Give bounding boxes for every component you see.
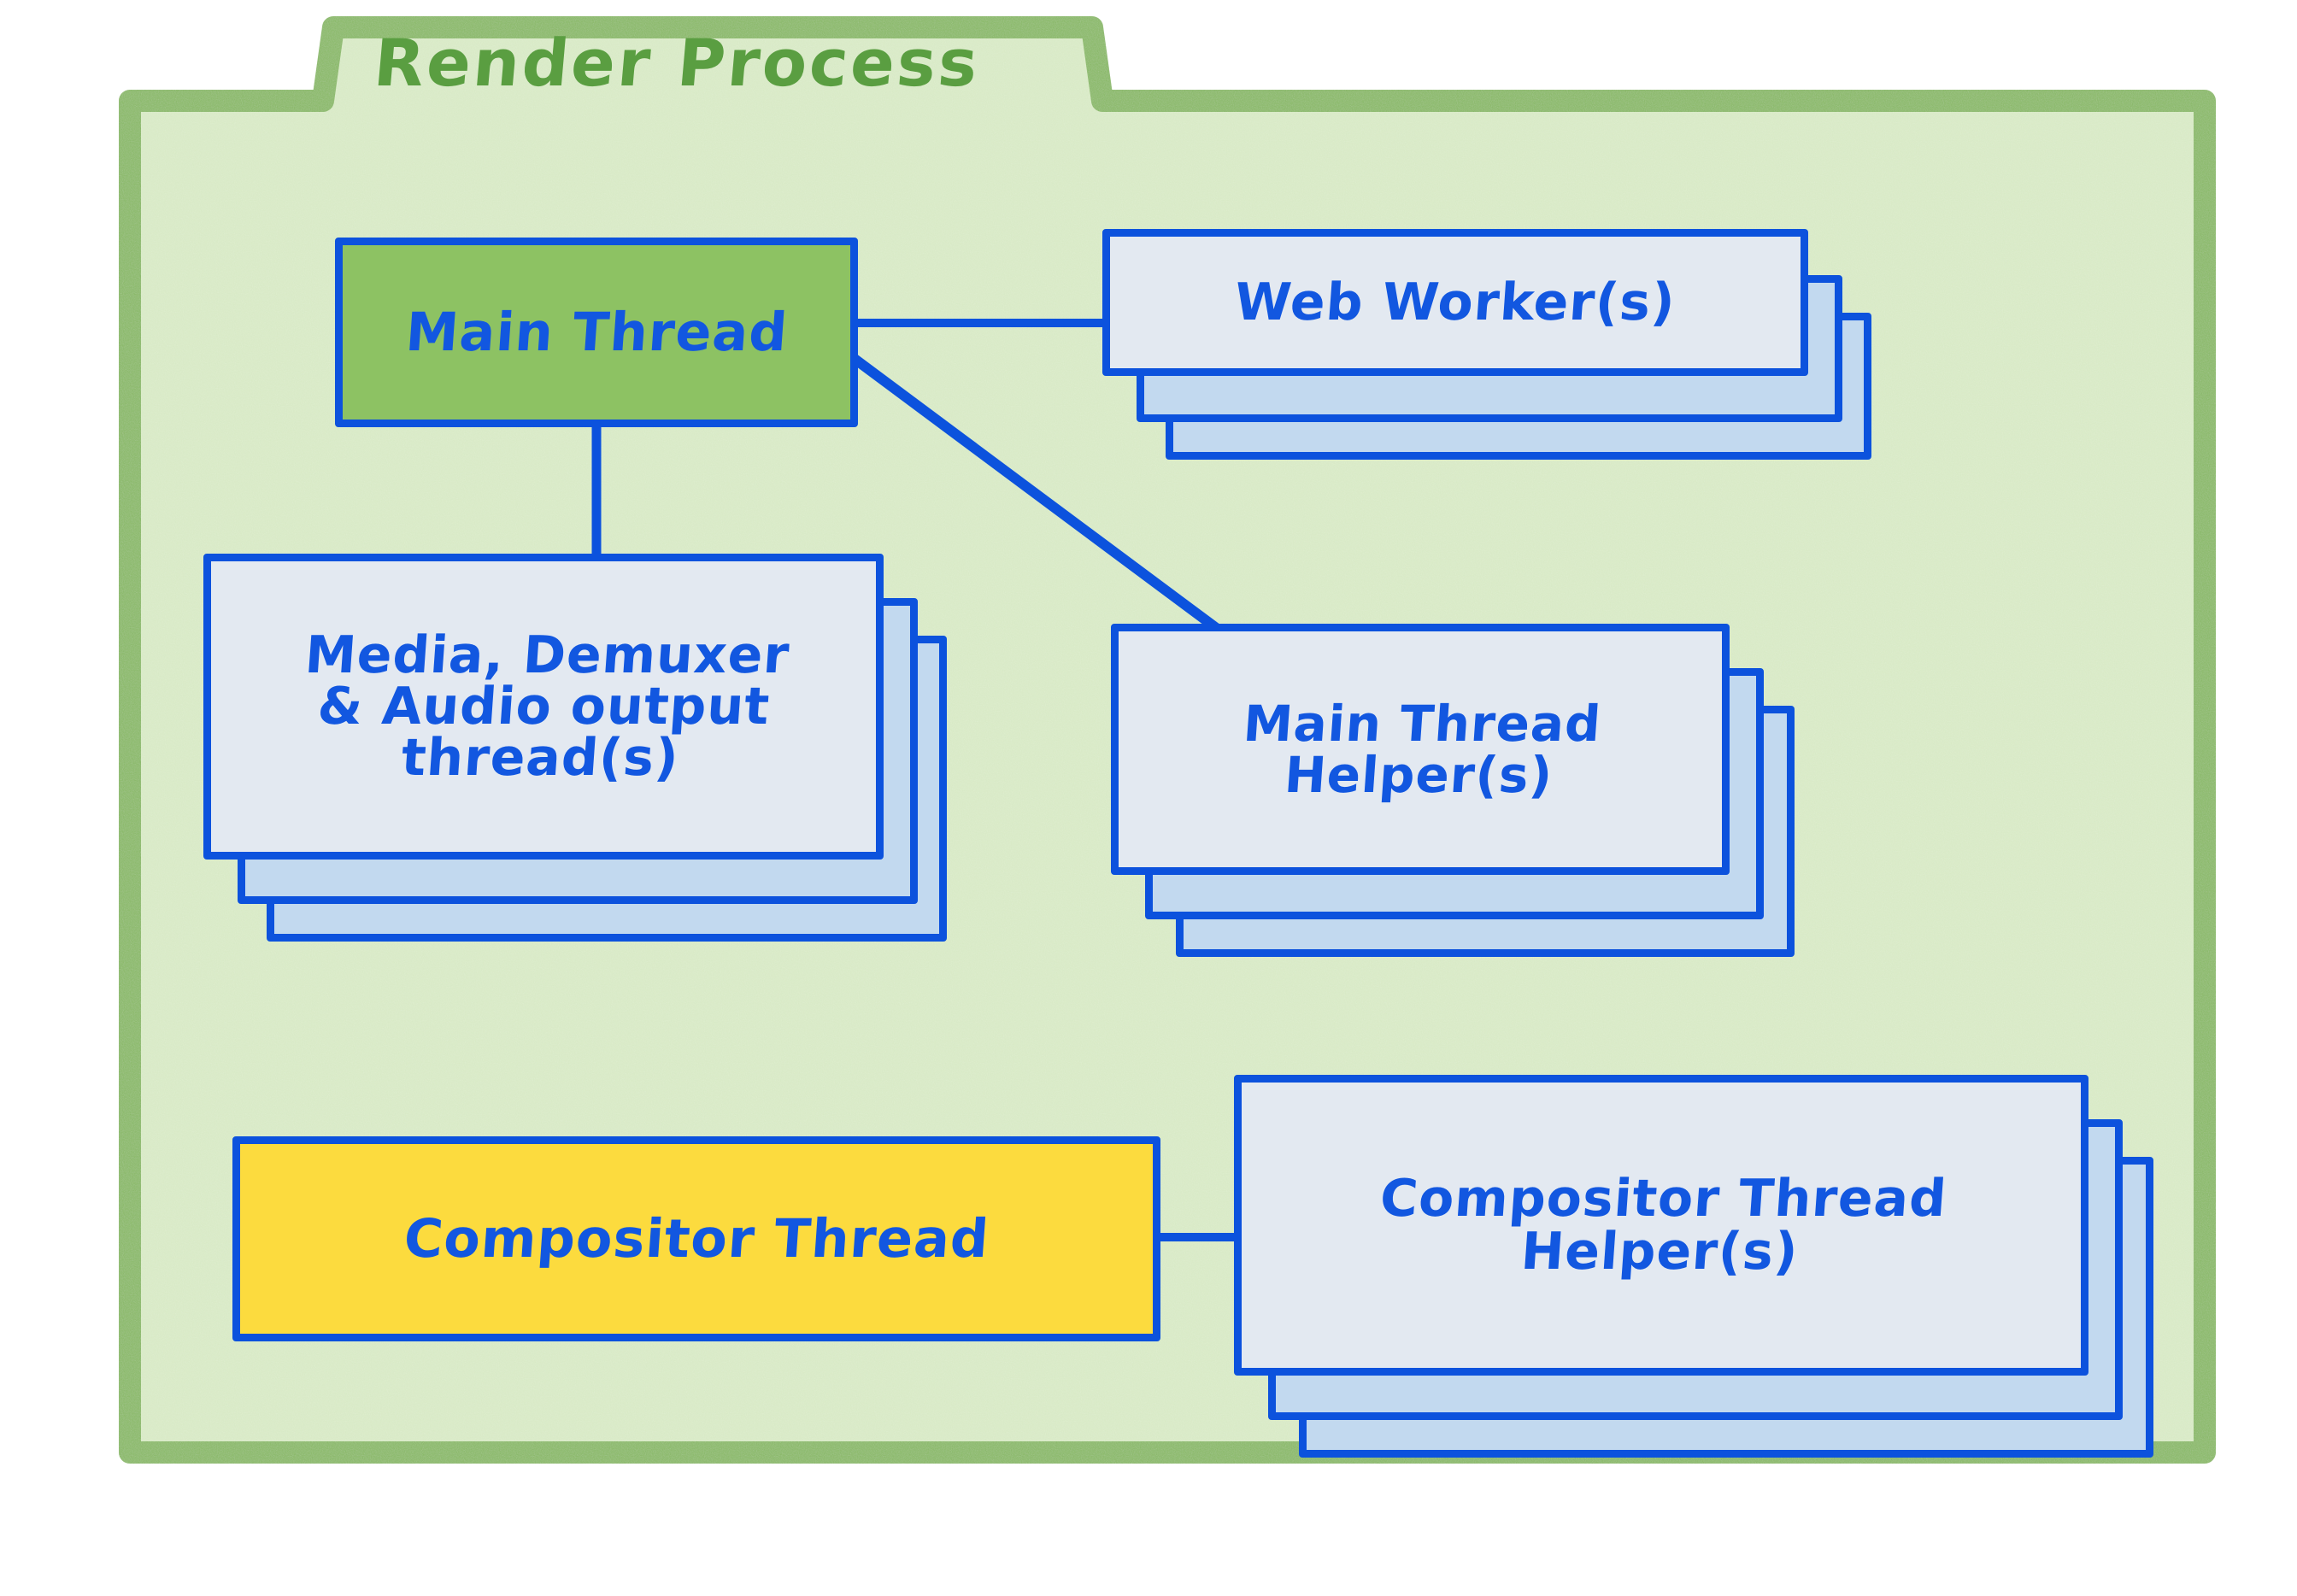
node-compositor-helper-card: Compositor Thread Helper(s) [1234, 1075, 2088, 1376]
node-compositor-thread-helper[interactable]: Compositor Thread Helper(s) [1234, 1075, 2153, 1458]
node-main-thread-helper-card: Main Thread Helper(s) [1111, 624, 1730, 875]
node-compositor-thread-card: Compositor Thread [232, 1136, 1160, 1341]
node-main-thread-helper[interactable]: Main Thread Helper(s) [1111, 624, 1795, 957]
node-web-worker-label: Web Worker(s) [1232, 272, 1678, 332]
node-main-thread-card: Main Thread [335, 238, 858, 427]
node-media-card: Media, Demuxer & Audio output thread(s) [203, 554, 884, 860]
node-media-label: Media, Demuxer & Audio output thread(s) [303, 625, 792, 788]
node-main-thread-label: Main Thread [403, 300, 790, 363]
node-main-thread-helper-label: Main Thread Helper(s) [1241, 694, 1603, 804]
node-media-demuxer-audio-threads[interactable]: Media, Demuxer & Audio output thread(s) [203, 554, 947, 942]
page-title: Render Process [371, 25, 984, 101]
node-compositor-thread[interactable]: Compositor Thread [232, 1136, 1160, 1341]
node-web-worker[interactable]: Web Worker(s) [1102, 229, 1871, 460]
node-compositor-thread-label: Compositor Thread [402, 1206, 991, 1270]
node-web-worker-card: Web Worker(s) [1102, 229, 1808, 376]
node-main-thread[interactable]: Main Thread [335, 238, 858, 427]
node-compositor-helper-label: Compositor Thread Helper(s) [1378, 1168, 1949, 1282]
